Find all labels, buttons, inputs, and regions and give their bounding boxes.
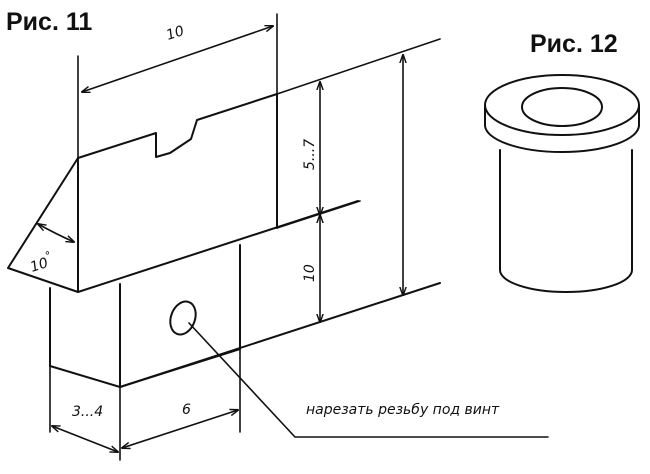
bushing-bore: [521, 87, 603, 127]
figure-12-title: Рис. 12: [530, 30, 618, 58]
dim-slot-height: 5...7: [302, 139, 318, 170]
dim-lower-height: 10: [302, 264, 318, 282]
flange-wall: [484, 104, 640, 153]
figure-11-part: [7, 93, 441, 388]
dim-angle: 10°: [27, 249, 56, 276]
figure-11-title: Рис. 11: [6, 8, 93, 36]
note-leader-line: [188, 322, 549, 438]
flange-top: [484, 74, 640, 136]
top-face-edge: [77, 93, 278, 159]
dim-right-width: 6: [182, 402, 191, 418]
thread-note: нарезать резьбу под винт: [306, 402, 500, 418]
dim-left-width: 3...4: [72, 404, 103, 420]
threaded-hole: [169, 300, 197, 336]
figure-12-bushing: [484, 74, 640, 293]
dim-top-width: 10: [164, 23, 186, 44]
dimension-lines: [38, 26, 549, 452]
bushing-body: [499, 149, 633, 293]
